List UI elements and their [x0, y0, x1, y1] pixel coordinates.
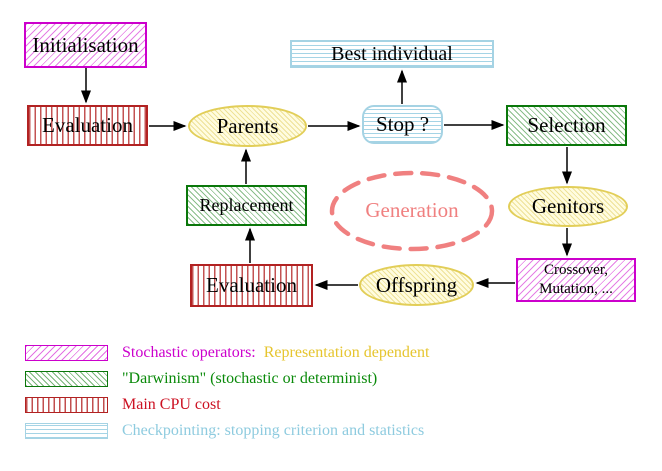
node-initialisation-label: Initialisation — [32, 32, 139, 57]
legend-swatch-cyan-stripes — [25, 423, 108, 439]
node-offspring-label: Offspring — [375, 272, 458, 297]
node-evaluation-top-label: Evaluation — [42, 113, 133, 137]
node-best-individual-label: Best individual — [331, 42, 453, 65]
legend-row-stochastic-operators: Stochastic operators: Representation dep… — [25, 344, 429, 362]
node-crossover-mutation: Crossover, Mutation, ... — [516, 258, 636, 302]
legend-text-darwinism: "Darwinism" (stochastic or determinist) — [122, 370, 378, 387]
node-genitors: Genitors — [508, 186, 628, 227]
node-initialisation: Initialisation — [24, 22, 147, 68]
node-best-individual: Best individual — [290, 40, 494, 68]
legend-text-checkpointing: Checkpointing: stopping criterion and st… — [122, 422, 425, 439]
legend-swatch-red-stripes — [25, 397, 108, 413]
node-replacement: Replacement — [186, 185, 307, 226]
node-evaluation-bottom-label: Evaluation — [206, 273, 297, 297]
legend-row-main-cpu-cost: Main CPU cost — [25, 396, 221, 414]
node-selection-label: Selection — [527, 113, 606, 137]
generation-label: Generation — [365, 198, 459, 222]
legend-swatch-magenta-hatch — [25, 345, 108, 361]
node-replacement-label: Replacement — [199, 195, 294, 215]
node-stop-label: Stop ? — [375, 112, 430, 136]
node-parents: Parents — [188, 105, 307, 147]
legend-row-darwinism: "Darwinism" (stochastic or determinist) — [25, 370, 377, 388]
legend-row-checkpointing: Checkpointing: stopping criterion and st… — [25, 422, 424, 440]
node-offspring: Offspring — [359, 264, 474, 306]
node-evaluation-top: Evaluation — [27, 105, 148, 146]
legend-text-main-cpu-cost: Main CPU cost — [122, 396, 221, 413]
legend-swatch-green-hatch — [25, 371, 108, 387]
legend-text-spacer — [256, 344, 264, 362]
node-stop: Stop ? — [362, 105, 443, 144]
legend-text-representation-dependent: Representation dependent — [263, 344, 430, 361]
node-evaluation-bottom: Evaluation — [190, 264, 313, 307]
node-crossover-line2: Mutation, ... — [539, 281, 613, 297]
node-crossover-line1: Crossover, — [544, 262, 608, 279]
legend-text-stochastic-operators: Stochastic operators: — [122, 344, 256, 361]
node-genitors-label: Genitors — [531, 194, 605, 218]
node-parents-label: Parents — [216, 113, 279, 138]
node-selection: Selection — [506, 105, 627, 146]
